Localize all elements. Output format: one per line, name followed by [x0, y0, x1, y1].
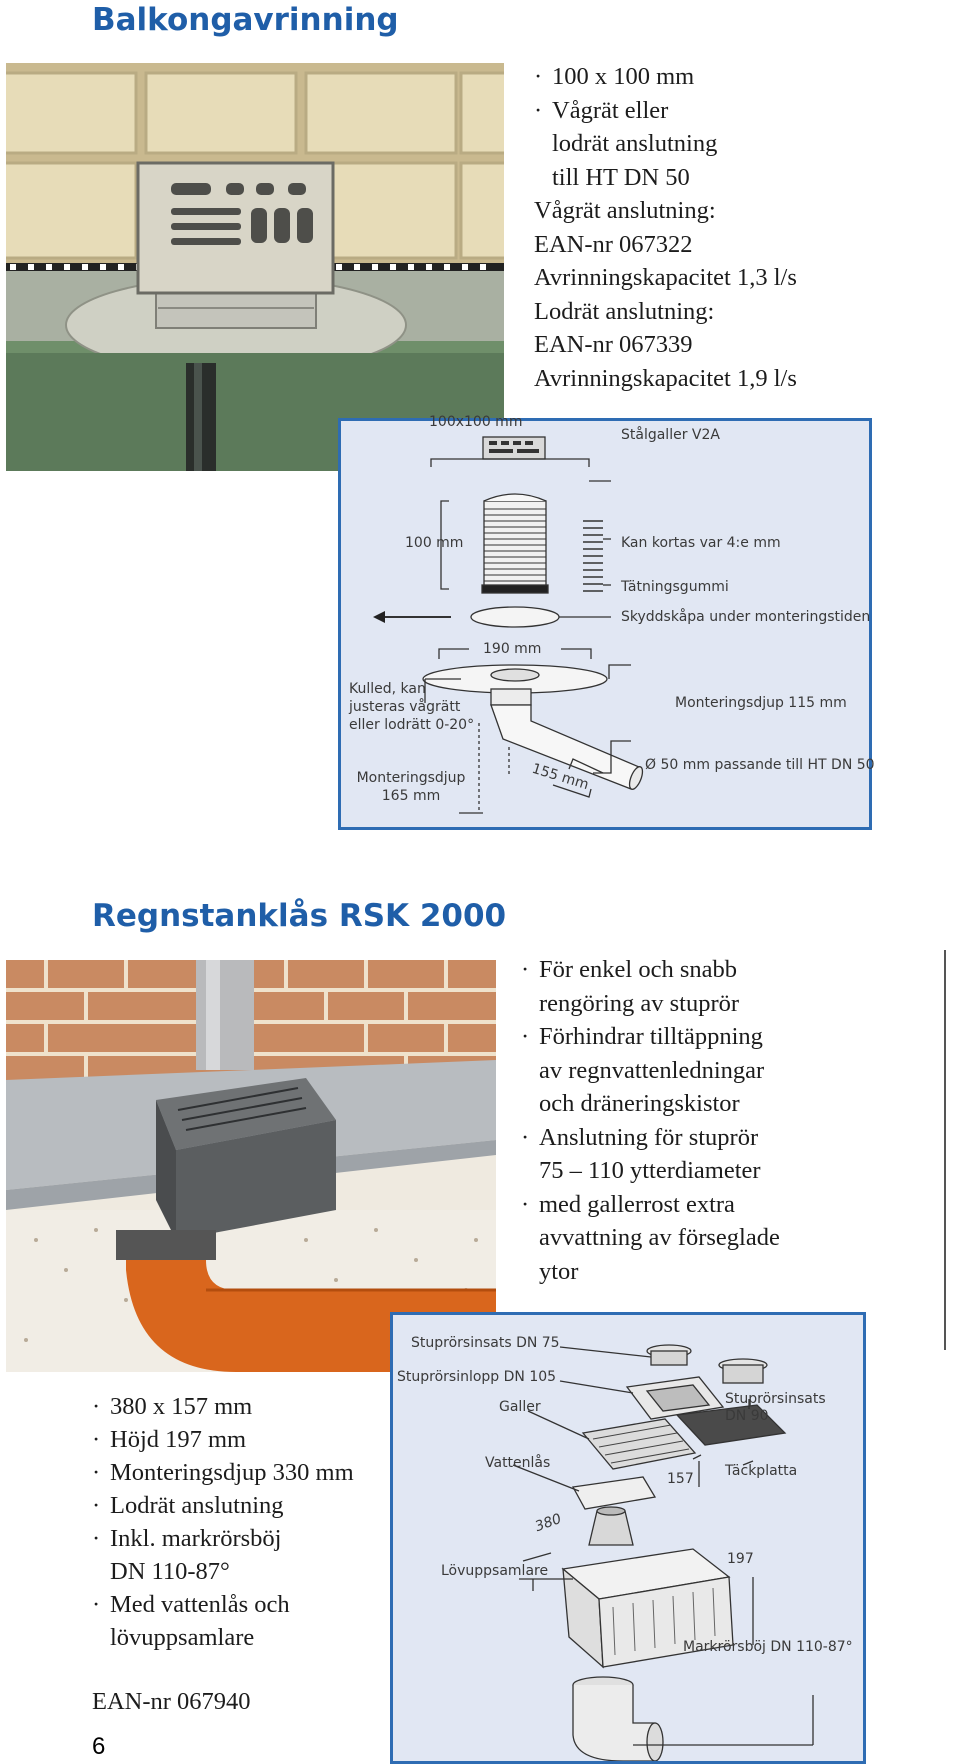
spec-line: lövuppsamlare: [110, 1624, 255, 1651]
diagram-label: Kulled, kan: [349, 681, 426, 697]
diagram-label: justeras vågrätt: [349, 699, 461, 715]
feature-line: Anslutning för stuprör: [521, 1121, 780, 1155]
spec-line: 100 x 100 mm: [534, 60, 797, 94]
spec-line: EAN-nr 067339: [534, 331, 693, 358]
feature-line: För enkel och snabb: [521, 953, 780, 987]
spec-line: lodrät anslutning: [552, 130, 718, 157]
dim-label: 100x100 mm: [429, 414, 523, 430]
feature-line: med gallerrost extra: [521, 1188, 780, 1222]
diagram-label: Skyddskåpa under monteringstiden: [621, 609, 871, 625]
diagram-label: DN 90: [725, 1408, 769, 1424]
feature-line: 75 – 110 ytterdiameter: [539, 1157, 761, 1184]
balcony-drain-photo: [6, 63, 504, 471]
ean-number: EAN-nr 067940: [92, 1688, 251, 1715]
dim-label: 190 mm: [483, 641, 542, 657]
feature-line: Förhindrar tilltäppning: [521, 1020, 780, 1054]
spec-line: EAN-nr 067322: [534, 230, 693, 258]
diagram-label: Monteringsdjup: [356, 770, 466, 786]
section-heading-regnstanklas: Regnstanklås RSK 2000: [92, 898, 507, 934]
spec-line: Inkl. markrörsböj: [92, 1522, 354, 1555]
feature-line: av regnvattenledningar: [539, 1056, 765, 1084]
diagram-label: eller lodrätt 0-20°: [349, 717, 475, 733]
spec-line: Vågrät anslutning:: [534, 197, 716, 224]
diagram-label: Monteringsdjup 115 mm: [675, 695, 847, 711]
diagram-label: Stuprörsinlopp DN 105: [397, 1369, 557, 1385]
spec-line: Höjd 197 mm: [92, 1423, 354, 1456]
spec-line: Vågrät eller: [534, 94, 797, 128]
spec-line: Avrinningskapacitet 1,9 l/s: [534, 364, 797, 392]
dim-label: 197: [727, 1551, 754, 1567]
spec-line: Avrinningskapacitet 1,3 l/s: [534, 264, 797, 291]
page-number: 6: [92, 1733, 106, 1760]
diagram-label: Ø 50 mm passande till HT DN 50: [645, 757, 875, 773]
feature-line: avvattning av förseglade: [539, 1224, 780, 1251]
spec-line: Med vattenlås och: [92, 1588, 354, 1621]
section-heading-balkongavrinning: Balkongavrinning: [92, 2, 399, 38]
spec-line: 380 x 157 mm: [92, 1390, 354, 1423]
feature-line: och dräneringskistor: [539, 1090, 740, 1117]
dim-label: 157: [667, 1471, 694, 1487]
regnstanklas-spec-list: 380 x 157 mm Höjd 197 mm Monteringsdjup …: [92, 1390, 354, 1654]
diagram-label: Vattenlås: [485, 1455, 551, 1471]
feature-line: rengöring av stuprör: [539, 989, 740, 1017]
diagram-label: Täckplatta: [725, 1463, 798, 1479]
diagram-label: Tätningsgummi: [621, 579, 729, 595]
diagram-label: Lövuppsamlare: [441, 1563, 549, 1579]
feature-line: ytor: [539, 1257, 579, 1285]
balkong-spec-list: 100 x 100 mm Vågrät eller lodrät anslutn…: [534, 60, 797, 395]
diagram-label: Kan kortas var 4:e mm: [621, 535, 781, 551]
spec-line: till HT DN 50: [552, 163, 690, 191]
diagram-label: Galler: [499, 1399, 541, 1415]
dim-label: 100 mm: [405, 535, 464, 551]
diagram-label: Markrörsböj DN 110-87°: [683, 1639, 853, 1655]
diagram-label: Stuprörsinsats: [725, 1391, 826, 1407]
spec-line: Lodrät anslutning:: [534, 297, 715, 325]
spec-line: Lodrät anslutning: [92, 1489, 354, 1522]
balkong-technical-diagram: 100x100 mm Stålgaller V2A 100 mm Kan kor…: [338, 414, 875, 830]
diagram-label: Stålgaller V2A: [621, 427, 720, 443]
spec-line: DN 110-87°: [110, 1558, 230, 1585]
rain-trap-photo: [6, 960, 496, 1372]
divider-line: [944, 950, 946, 1350]
spec-line: Monteringsdjup 330 mm: [92, 1456, 354, 1489]
regnstanklas-exploded-diagram: Stuprörsinsats DN 75 Stuprörsinlopp DN 1…: [390, 1312, 866, 1764]
diagram-label: 165 mm: [381, 788, 441, 804]
regnstanklas-feature-list: För enkel och snabb rengöring av stuprör…: [521, 953, 780, 1288]
diagram-label: Stuprörsinsats DN 75: [411, 1335, 560, 1351]
